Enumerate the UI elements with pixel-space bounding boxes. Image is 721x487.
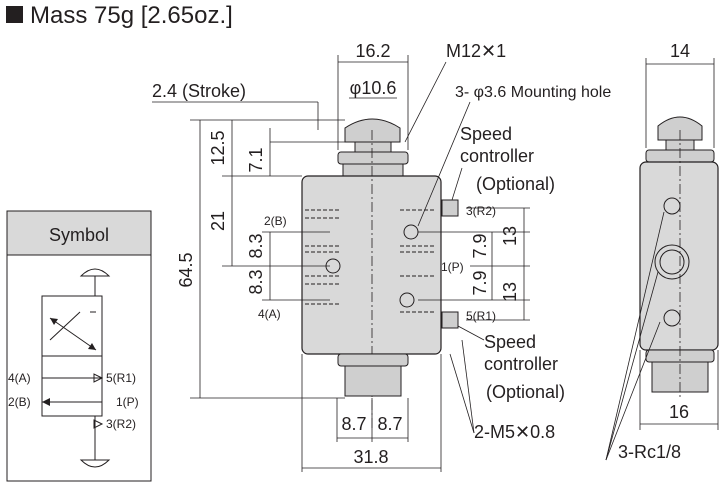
symbol-arrow-cross-1 <box>49 317 97 351</box>
side-dimensions: 14 16 3-Rc1/8 <box>605 41 719 462</box>
front-view <box>301 118 459 430</box>
front-mounting-hole-bottom <box>399 292 415 308</box>
label-speed-top-2: controller <box>460 146 534 166</box>
symbol-panel-header <box>6 210 152 256</box>
side-port-large-inner <box>659 249 685 275</box>
front-thread-bottom <box>344 365 402 397</box>
mass-title: Mass 75g [2.65oz.] <box>30 2 233 29</box>
symbol-port-5r1: 5(R1) <box>106 371 136 385</box>
label-8-3-b: 8.3 <box>246 269 266 294</box>
symbol-arrowhead-2 <box>50 318 58 325</box>
symbol-arrowhead-5r1 <box>93 373 104 383</box>
label-optional-bot: (Optional) <box>486 382 565 402</box>
label-16-2: 16.2 <box>355 41 390 61</box>
label-port-5r1: 5(R1) <box>466 309 496 323</box>
symbol-port-2b: 2(B) <box>8 395 31 409</box>
symbol-heading: Symbol <box>49 225 109 245</box>
symbol-button-top <box>79 268 111 277</box>
label-speed-bot-2: controller <box>484 354 558 374</box>
title-square-bullet <box>6 6 23 23</box>
label-port-3r2: 3(R2) <box>466 204 496 218</box>
front-nut-top <box>337 151 409 165</box>
symbol-port-4a: 4(A) <box>8 371 31 385</box>
leader-speed-top <box>451 167 463 201</box>
label-8-3-a: 8.3 <box>246 233 266 258</box>
label-31-8: 31.8 <box>353 447 388 467</box>
symbol-button-bottom <box>79 459 111 468</box>
label-speed-bot-1: Speed <box>484 332 536 352</box>
front-dimensions: 16.2 φ10.6 M12✕1 2.4 (Stroke) 3- φ3.6 Mo… <box>152 41 611 472</box>
front-valve-body <box>301 175 442 355</box>
label-8-7-b: 8.7 <box>377 414 402 434</box>
leader-port-thread <box>449 353 475 434</box>
label-14: 14 <box>670 41 690 61</box>
side-view <box>639 116 719 400</box>
leader-mounting-hole <box>417 101 471 227</box>
front-button-cap <box>344 118 401 143</box>
label-7-9-b: 7.9 <box>470 270 490 295</box>
leader-speed-bot <box>457 325 485 341</box>
label-port-1p: 1(P) <box>441 260 464 274</box>
label-mounting-hole: 3- φ3.6 Mounting hole <box>455 84 611 101</box>
symbol-arrowhead-1 <box>88 343 96 350</box>
leader-rc-3 <box>605 211 665 461</box>
symbol-panel: Symbol 4(A) 2(B) 5(R1) 1(P) 3(R2) <box>6 210 152 482</box>
symbol-port-1p: 1(P) <box>116 395 139 409</box>
label-optional-top: (Optional) <box>476 174 555 194</box>
symbol-panel-frame <box>6 210 152 482</box>
label-bore: φ10.6 <box>350 78 397 98</box>
side-button-cap <box>657 116 703 141</box>
front-speed-controller-bottom <box>441 311 459 329</box>
symbol-arrow-cross-2 <box>49 311 81 341</box>
label-13-a: 13 <box>500 226 520 246</box>
label-stroke: 2.4 (Stroke) <box>152 81 246 101</box>
symbol-arrowhead-3r2 <box>93 419 104 429</box>
label-port-4a: 4(A) <box>258 307 281 321</box>
label-21: 21 <box>208 211 228 231</box>
label-thread: M12✕1 <box>446 41 506 61</box>
label-8-7-a: 8.7 <box>341 414 366 434</box>
front-nut-bottom <box>337 353 409 367</box>
leader-rc-1 <box>605 321 661 461</box>
label-7-1: 7.1 <box>246 147 266 172</box>
label-speed-top-1: Speed <box>460 124 512 144</box>
label-port-2b: 2(B) <box>264 214 287 228</box>
label-12-5: 12.5 <box>208 130 228 165</box>
label-13-b: 13 <box>500 282 520 302</box>
symbol-arrowhead-2b <box>42 398 50 406</box>
leader-thread <box>404 61 447 143</box>
side-port-large-outer <box>654 244 690 280</box>
leader-port-thread-2 <box>461 339 475 434</box>
symbol-port-3r2: 3(R2) <box>106 417 136 431</box>
label-rc-thread: 3-Rc1/8 <box>618 442 681 462</box>
front-speed-controller-top <box>441 199 459 217</box>
leader-rc-2 <box>605 271 659 461</box>
front-button-stem <box>354 141 392 153</box>
label-64-5: 64.5 <box>176 252 196 287</box>
front-thread-top <box>342 163 404 177</box>
label-7-9-a: 7.9 <box>470 233 490 258</box>
label-port-thread: 2-M5✕0.8 <box>474 422 555 442</box>
label-16: 16 <box>669 402 689 422</box>
